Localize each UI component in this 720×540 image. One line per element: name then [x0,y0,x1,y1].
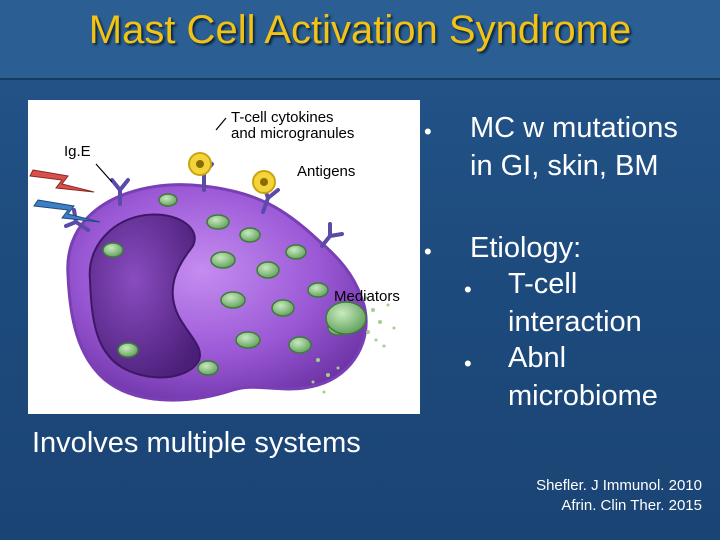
mast-cell-illustration: Ig.E T-cell cytokines and microgranules … [28,100,420,414]
citation-1: Shefler. J Immunol. 2010 [536,477,702,494]
label-tcell-line1: T-cell cytokines [231,109,334,126]
label-ige: Ig.E [64,143,91,160]
sub-bullet1-line1: T-cell [508,268,578,300]
footer-text: Involves multiple systems [32,427,361,459]
mediators-release [311,296,396,394]
slide-title: Mast Cell Activation Syndrome [88,8,632,52]
antigens [188,152,276,194]
label-tcell-line2: and microgranules [231,125,355,142]
sub-bullet-marker: • [464,277,472,302]
lightning-bolts [29,169,101,223]
sub-bullet-marker: • [464,351,472,376]
bullet-marker: • [424,119,432,144]
citations: Shefler. J Immunol. 2010 Afrin. Clin The… [536,476,702,516]
bullet-item1-line2: in GI, skin, BM [470,150,659,182]
sub-bullet2-line2: microbiome [508,380,658,412]
title-bar [0,0,720,80]
granules [102,193,349,376]
sub-bullet2-line1: Abnl [508,342,567,374]
bullet-item2: Etiology: [470,232,582,264]
citation-2: Afrin. Clin Ther. 2015 [561,497,702,514]
label-antigens: Antigens [297,163,356,180]
bullet-item1-line1: MC w mutations [470,112,678,144]
label-leaders [95,117,227,183]
bullet-marker: • [424,239,432,264]
sub-bullet1-line2: interaction [508,306,642,338]
label-mediators: Mediators [334,288,400,305]
mast-cell-drawing [29,117,396,402]
